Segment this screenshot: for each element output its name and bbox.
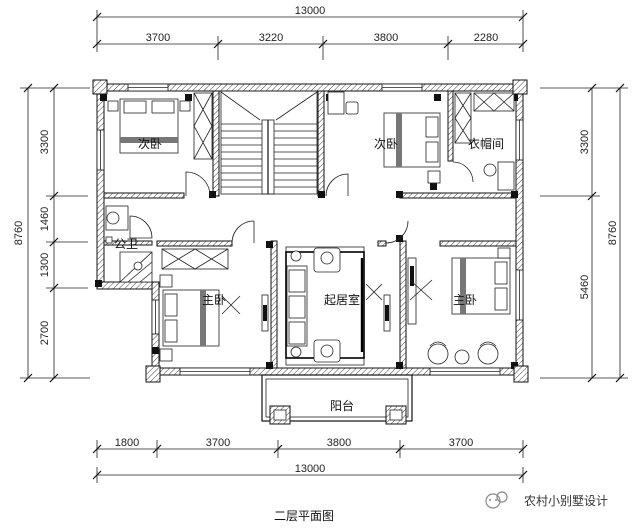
bottom-segment-4: 3700 [449, 437, 473, 449]
ceiling-light-marks [221, 279, 433, 315]
bottom-segment-2: 3700 [206, 437, 230, 449]
top-segment-4: 2280 [474, 32, 498, 44]
wardrobe-master-bedroom-1 [161, 248, 229, 270]
bottom-total-dimension: 13000 [295, 463, 326, 475]
vanity-cloakroom [483, 161, 515, 191]
room-label-secondary-bedroom-2: 次卧 [374, 137, 398, 151]
watermark-logo-icon [485, 491, 508, 509]
room-label-balcony: 阳台 [330, 398, 354, 413]
left-segment-3: 1300 [39, 253, 51, 277]
top-dimension-lines [92, 10, 528, 60]
left-segment-2: 1460 [39, 207, 51, 231]
wardrobe-cloakroom-side [454, 92, 472, 144]
right-total-dimension: 8760 [607, 221, 619, 245]
bed-secondary-bedroom-1 [107, 98, 191, 154]
right-dimension-lines [540, 83, 628, 383]
room-label-cloakroom: 衣帽间 [468, 136, 504, 151]
bottom-segment-1: 1800 [115, 437, 139, 449]
watermark: 农村小别墅设计 [485, 491, 608, 509]
drawing-title: 二层平面图 [274, 509, 334, 523]
room-label-master-bedroom-2: 主卧 [453, 293, 477, 307]
living-room-furniture [285, 246, 365, 366]
staircase [220, 90, 318, 195]
watermark-text: 农村小别墅设计 [524, 494, 608, 508]
tv-wall-right [383, 257, 417, 332]
room-label-master-bedroom-1: 主卧 [202, 293, 226, 307]
left-segment-4: 2700 [39, 321, 51, 345]
lounge-chairs-master-bedroom-2 [427, 341, 499, 365]
room-label-living-room: 起居室 [324, 292, 360, 307]
room-label-public-bath: 公卫 [114, 237, 138, 251]
desk-secondary-bedroom-2 [327, 91, 359, 115]
bottom-dimension-lines [92, 440, 528, 483]
left-total-dimension: 8760 [13, 221, 25, 245]
bed-secondary-bedroom-2 [383, 112, 441, 184]
bed-master-bedroom-2 [451, 247, 511, 315]
wardrobe-cloakroom-top [473, 92, 515, 112]
left-dimension-lines [20, 83, 90, 383]
top-segment-3: 3800 [374, 32, 398, 44]
top-segment-1: 3700 [146, 32, 170, 44]
wardrobe-secondary-bedroom-1 [193, 92, 213, 160]
interior-walls [103, 90, 517, 369]
right-segment-2: 5460 [579, 275, 591, 299]
tv-wall-left [261, 294, 269, 332]
corner-piers [92, 79, 529, 383]
public-bath-fixtures [105, 205, 153, 283]
left-segment-1: 3300 [39, 130, 51, 154]
top-total-dimension: 13000 [295, 5, 326, 17]
balcony [261, 374, 413, 425]
bottom-segment-3: 3800 [327, 437, 351, 449]
bed-master-bedroom-1 [159, 274, 220, 362]
windows [96, 83, 524, 376]
top-segment-2: 3220 [259, 32, 283, 44]
right-segment-1: 3300 [579, 130, 591, 154]
room-label-secondary-bedroom-1: 次卧 [138, 137, 162, 151]
